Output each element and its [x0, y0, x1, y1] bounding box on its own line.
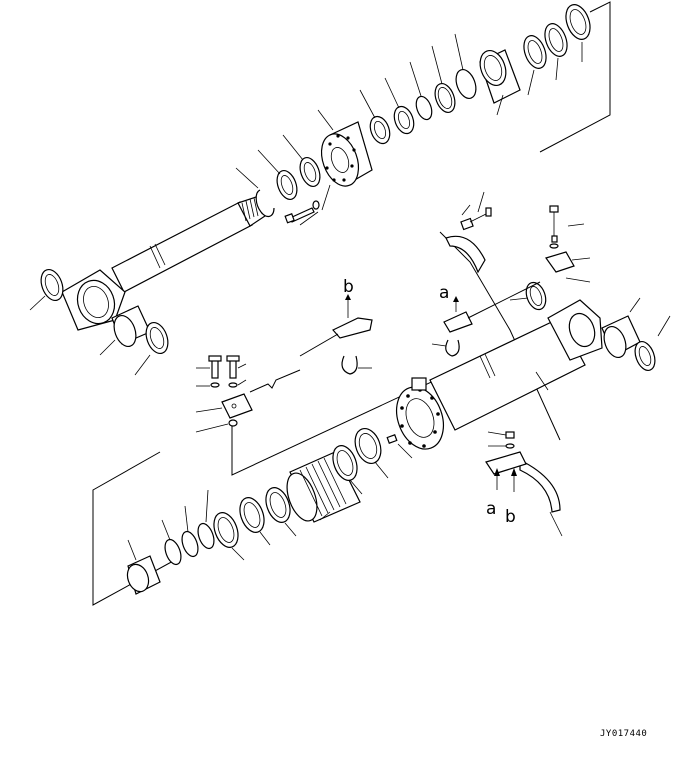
- cylinder-tube: [396, 299, 603, 450]
- tube-bushing: [601, 297, 641, 359]
- fitting-a-upper: [443, 281, 541, 333]
- callout-b-lower: b: [505, 507, 516, 527]
- piston-ring-1: [161, 519, 182, 566]
- bracket-upper-right: [545, 205, 591, 283]
- piston-ring-7: [332, 445, 363, 495]
- hose-clip-upper-a: [431, 339, 460, 357]
- rod-eye-seal-left: [29, 268, 64, 311]
- bolt-pair: [196, 355, 247, 388]
- upper-right-bracket: [539, 1, 611, 153]
- piston-ring-5: [239, 497, 271, 546]
- head-bushing: [479, 49, 521, 116]
- piston-ring-2: [181, 505, 199, 558]
- piston-nut: [126, 539, 161, 595]
- piston-rod: [61, 194, 269, 331]
- head-seal-4: [431, 45, 456, 114]
- piston-ring-8: [354, 427, 389, 479]
- drawing-code: JY017440: [600, 729, 647, 739]
- fitting-b-upper: [299, 294, 373, 357]
- head-ring-c: [565, 4, 591, 62]
- head-ring-b: [544, 23, 568, 81]
- block-clamp: [195, 393, 253, 419]
- small-oring: [195, 419, 238, 433]
- callout-a-upper: a: [439, 283, 449, 303]
- head-seal-3: [409, 61, 433, 121]
- piston-ring-4: [213, 512, 245, 561]
- set-screw: [386, 434, 413, 459]
- rod-eye-seal-right: [134, 321, 169, 376]
- rod-eye-bushing: [99, 305, 151, 356]
- rod-ring-2: [282, 134, 321, 188]
- clamp-upper: [445, 191, 492, 274]
- snap-ring: [235, 167, 275, 218]
- head-ring-a: [523, 35, 547, 96]
- rod-ring-1: [257, 149, 298, 201]
- head-seal-5: [454, 33, 477, 100]
- head-seal-2: [384, 77, 415, 135]
- hose-clip-upper-b: [341, 355, 372, 375]
- piston-ring-3: [197, 489, 215, 550]
- cylinder-head: [317, 109, 373, 187]
- callout-b-upper: b: [343, 277, 354, 297]
- head-seal-1: [359, 89, 391, 145]
- piston-ring-6: [265, 487, 297, 537]
- tube-seal-upper: [509, 281, 547, 311]
- hose-line: [249, 369, 301, 393]
- tube-seal-right: [634, 315, 671, 372]
- clamp-lower: [485, 431, 563, 537]
- head-bolt: [284, 184, 331, 226]
- callout-a-lower: a: [486, 499, 496, 519]
